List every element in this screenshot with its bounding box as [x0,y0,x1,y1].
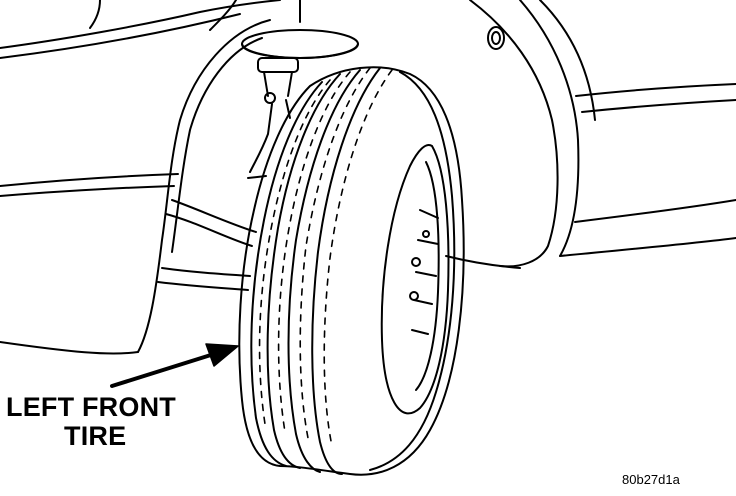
fender-fastener [487,26,505,50]
callout-label-line2: TIRE [64,421,127,451]
callout-arrow [110,343,239,388]
figure-id: 80b27d1a [622,472,680,487]
wheel-arch-right [445,0,736,269]
wheel-rim [380,144,450,415]
tire [238,66,465,476]
strut-mount [241,29,359,173]
wheel-arch-left [0,19,271,355]
lower-control-arm [157,175,267,291]
callout-label-line1: LEFT FRONT [6,392,176,422]
fender-outline [0,0,301,59]
